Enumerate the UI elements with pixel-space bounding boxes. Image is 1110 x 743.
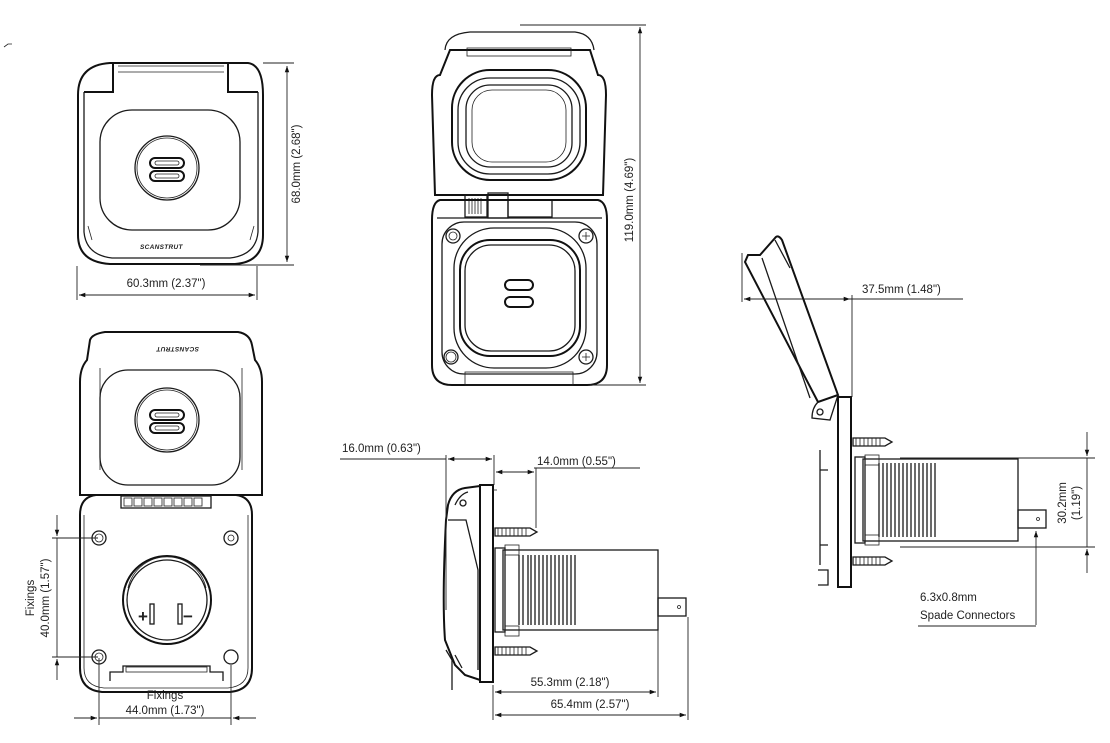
side-open-dimensions: 37.5mm (1.48") 30.2mm (1.19") 6.3x0.8mm … [741,253,1095,627]
top-open-view [430,31,608,386]
side-closed-view [442,484,687,690]
body-length-label: 55.3mm (2.18") [531,677,610,689]
screw-length-label: 14.0mm (0.55") [537,456,616,468]
body-diameter-value: 30.2mm [1057,482,1069,524]
body-diameter-inch: (1.19") [1071,486,1083,520]
hinge-teeth [120,495,212,509]
top-open-height-label: 119.0mm (4.69") [624,158,636,243]
fixings-vertical-value: 40.0mm (1.57") [40,558,52,637]
overall-length-label: 65.4mm (2.57") [551,699,630,711]
front-closed-dimensions: 68.0mm (2.68") 60.3mm (2.37") [76,62,303,300]
fixings-horizontal-value: 44.0mm (1.73") [126,705,205,717]
connector-size-label: 6.3x0.8mm [920,592,977,604]
brand-logo-open: SCANSTRUT [155,345,199,352]
front-closed-view: SCANSTRUT [77,62,264,265]
side-open-view [743,235,1047,588]
corner-mark [3,43,12,48]
front-open-view: SCANSTRUT + − [79,331,263,693]
front-closed-height-label: 68.0mm (2.68") [291,124,303,203]
brand-logo-front: SCANSTRUT [140,244,184,251]
polarity-negative: − [183,607,193,626]
polarity-positive: + [138,607,148,626]
lid-depth-label: 16.0mm (0.63") [342,443,421,455]
front-open-dimensions: Fixings 40.0mm (1.57") Fixings 44.0mm (1… [25,515,256,725]
fixings-vertical-title: Fixings [25,580,37,617]
connector-type-label: Spade Connectors [920,610,1016,622]
fixings-horizontal-title: Fixings [147,690,184,702]
side-closed-dimensions: 16.0mm (0.63") 14.0mm (0.55") 55.3mm (2.… [340,443,689,720]
lid-open-label: 37.5mm (1.48") [862,284,941,296]
top-open-dimensions: 119.0mm (4.69") [520,24,646,386]
front-closed-width-label: 60.3mm (2.37") [127,278,206,290]
